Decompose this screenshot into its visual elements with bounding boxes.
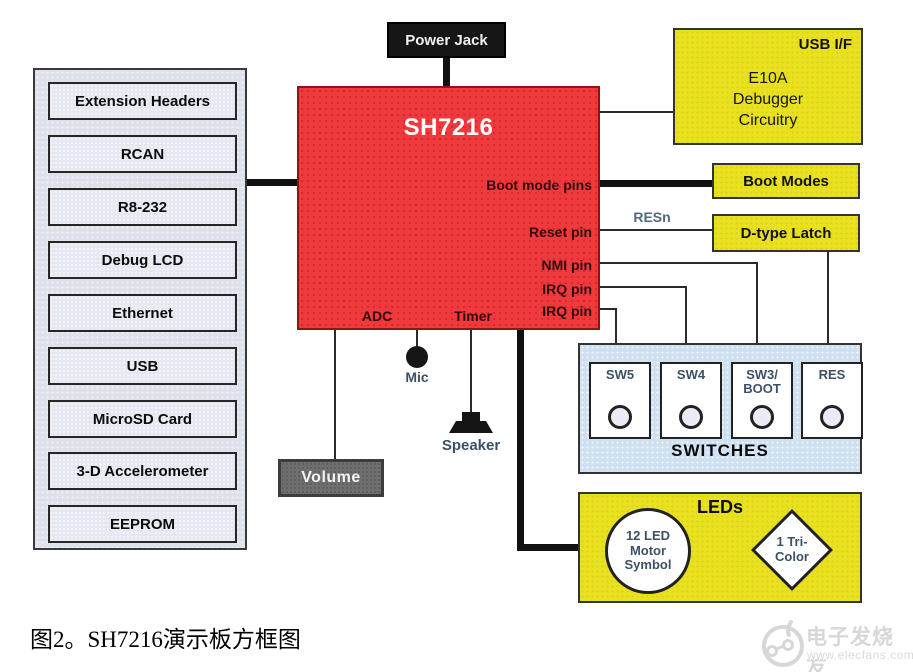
mic-icon	[406, 346, 428, 368]
peripheral-label: Extension Headers	[74, 92, 211, 110]
peripheral-label: USB	[126, 357, 159, 375]
leds-title: LEDs	[696, 497, 743, 517]
motor-led-circle-icon: 12 LED Motor Symbol	[605, 508, 691, 594]
nmi-line-h	[600, 262, 758, 264]
volume-label: Volume	[301, 469, 361, 486]
pushbutton-icon	[679, 405, 703, 429]
mcu-block: SH7216 Boot mode pins Reset pin NMI pin …	[297, 86, 600, 330]
irq1-line-v	[685, 286, 687, 361]
speaker-label: Speaker	[441, 437, 501, 454]
watermark-brand: 电子发烧友	[806, 626, 894, 672]
peripheral-usb: USB	[48, 347, 237, 385]
irq2-line-h	[600, 308, 617, 310]
peripheral-eeprom: EEPROM	[48, 505, 237, 543]
volume-box: Volume	[278, 459, 384, 497]
peripheral-rs232: R8-232	[48, 188, 237, 226]
peripheral-label: Debug LCD	[101, 251, 184, 269]
power-jack-box: Power Jack	[387, 22, 506, 58]
d-type-latch-box: D-type Latch	[712, 214, 860, 252]
peripheral-label: 3-D Accelerometer	[76, 462, 209, 480]
boot-modes-label: Boot Modes	[743, 172, 829, 190]
resn-signal-label: RESn	[633, 209, 671, 225]
peripheral-label: R8-232	[117, 198, 168, 216]
adc-volume-line	[334, 330, 336, 460]
switch-res: RES	[801, 362, 863, 439]
peripheral-label: Ethernet	[112, 304, 173, 322]
reset-line	[600, 229, 712, 231]
boot-modes-box: Boot Modes	[712, 163, 860, 199]
pin-adc: ADC	[361, 308, 393, 324]
pin-reset: Reset pin	[528, 224, 592, 240]
led-bus-line-v	[517, 330, 524, 551]
boot-mode-bus-line	[600, 180, 712, 187]
irq1-line-h	[600, 286, 687, 288]
pushbutton-icon	[820, 405, 844, 429]
peripheral-label: EEPROM	[109, 515, 175, 533]
switch-sw4: SW4	[660, 362, 722, 439]
peripheral-bus-line	[247, 179, 297, 186]
elecfans-logo-icon	[762, 620, 804, 667]
switch-sw3-boot: SW3/ BOOT	[731, 362, 793, 439]
debugger-label: E10A Debugger Circuitry	[732, 70, 804, 130]
peripheral-label: MicroSD Card	[92, 410, 193, 428]
peripheral-rcan: RCAN	[48, 135, 237, 173]
peripheral-debug-lcd: Debug LCD	[48, 241, 237, 279]
peripheral-label: RCAN	[120, 145, 165, 163]
pin-nmi: NMI pin	[541, 257, 592, 273]
switch-label: SW3/ BOOT	[743, 367, 781, 397]
pushbutton-icon	[608, 405, 632, 429]
power-bus-line	[443, 58, 450, 88]
irq2-line-v	[615, 308, 617, 361]
peripheral-accelerometer: 3-D Accelerometer	[48, 452, 237, 490]
debugger-box: USB I/F E10A Debugger Circuitry	[673, 28, 863, 145]
switch-label: RES	[818, 367, 846, 382]
mic-line	[416, 330, 418, 348]
pushbutton-icon	[750, 405, 774, 429]
figure-caption: 图2。SH7216演示板方框图	[30, 627, 301, 652]
tri-color-led-label: 1 Tri- Color	[775, 534, 809, 564]
switches-panel: SW5 SW4 SW3/ BOOT RES SWITCHES	[578, 343, 863, 474]
power-jack-label: Power Jack	[405, 31, 488, 49]
leds-panel: LEDs 12 LED Motor Symbol 1 Tri- Color	[578, 492, 862, 603]
switches-title: SWITCHES	[671, 441, 769, 460]
pin-irq-a: IRQ pin	[542, 281, 592, 297]
peripheral-panel: Extension Headers RCAN R8-232 Debug LCD …	[33, 68, 247, 550]
watermark-url: www.elecfans.com	[807, 648, 913, 662]
pin-boot-mode: Boot mode pins	[486, 177, 592, 193]
usb-if-label: USB I/F	[798, 36, 852, 53]
peripheral-microsd: MicroSD Card	[48, 400, 237, 438]
speaker-icon	[449, 412, 493, 433]
led-bus-line-h	[517, 544, 580, 551]
nmi-line-v	[756, 262, 758, 361]
pin-irq-b: IRQ pin	[542, 303, 592, 319]
mcu-title: SH7216	[403, 114, 494, 141]
switch-label: SW4	[676, 367, 706, 382]
peripheral-ethernet: Ethernet	[48, 294, 237, 332]
timer-speaker-line	[470, 330, 472, 415]
latch-to-res-line	[827, 250, 829, 361]
peripheral-extension-headers: Extension Headers	[48, 82, 237, 120]
pin-timer: Timer	[454, 308, 492, 324]
d-type-latch-label: D-type Latch	[740, 224, 832, 242]
mic-label: Mic	[405, 369, 429, 385]
switch-label: SW5	[605, 367, 635, 382]
switch-sw5: SW5	[589, 362, 651, 439]
debugger-line	[600, 111, 673, 113]
